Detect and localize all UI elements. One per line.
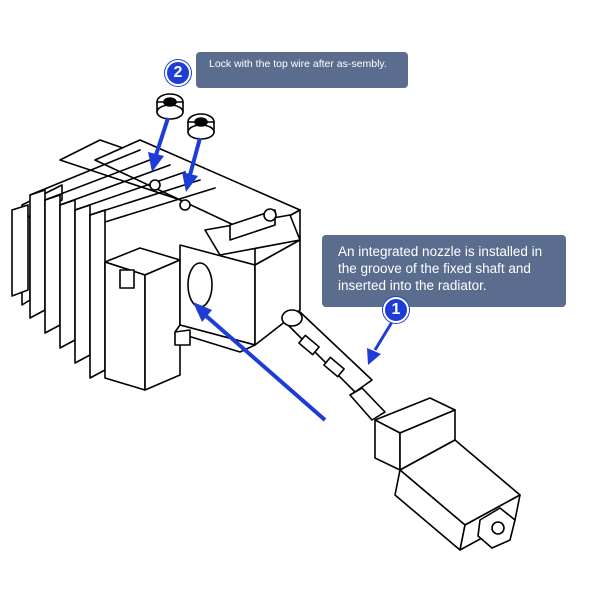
callout-nozzle-install-text: An integrated nozzle is installed in the… [338, 244, 543, 293]
callout-lock-wire: Lock with the top wire after as-sembly. [196, 52, 408, 88]
callout-nozzle-install: An integrated nozzle is installed in the… [322, 235, 566, 307]
nozzle-drawing [281, 309, 521, 551]
step-1-badge: 1 [383, 297, 409, 323]
step-2-badge: 2 [165, 60, 191, 86]
heatsink-drawing [11, 139, 301, 391]
pointer-arrow [148, 117, 394, 422]
set-screw-drawing [156, 93, 215, 140]
callout-lock-wire-text: Lock with the top wire after as-sembly. [209, 58, 387, 70]
